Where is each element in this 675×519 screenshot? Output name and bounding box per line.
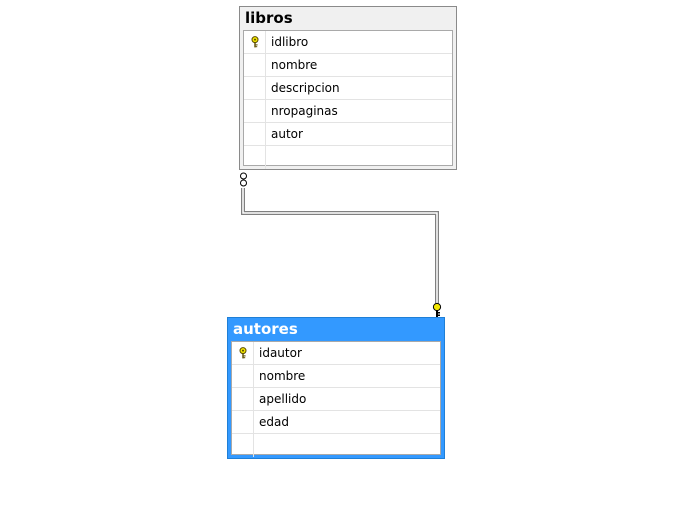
column-row-edad[interactable]: edad: [232, 411, 440, 434]
column-name: edad: [259, 415, 289, 429]
column-row-idlibro[interactable]: idlibro: [244, 31, 452, 54]
new-column-row[interactable]: [244, 146, 452, 169]
row-gutter: [244, 100, 266, 122]
column-row-nropaginas[interactable]: nropaginas: [244, 100, 452, 123]
column-row-apellido[interactable]: apellido: [232, 388, 440, 411]
column-row-idautor[interactable]: idautor: [232, 342, 440, 365]
column-name: autor: [271, 127, 303, 141]
new-column-row[interactable]: [232, 434, 440, 457]
column-name: apellido: [259, 392, 307, 406]
row-gutter: [244, 54, 266, 76]
row-gutter: [244, 123, 266, 145]
row-gutter: [232, 342, 254, 364]
relationship-key-end-icon: [432, 302, 442, 317]
key-icon: [239, 347, 246, 359]
relationship-line[interactable]: [241, 188, 439, 303]
column-name: idautor: [259, 346, 302, 360]
row-gutter: [244, 31, 266, 53]
column-row-autor[interactable]: autor: [244, 123, 452, 146]
table-title-autores[interactable]: autores: [233, 320, 298, 338]
column-name: nropaginas: [271, 104, 338, 118]
row-gutter: [232, 411, 254, 433]
table-autores-columns: idautor nombre apellido edad: [231, 341, 441, 457]
table-libros-columns: idlibro nombre descripcion nropaginas au…: [243, 30, 453, 169]
table-autores[interactable]: autores idautor nombre apellido: [227, 317, 445, 459]
key-icon: [251, 36, 258, 48]
row-gutter: [244, 146, 266, 169]
column-name: nombre: [259, 369, 306, 383]
relationship-many-end-icon: [240, 172, 247, 187]
row-gutter: [232, 434, 254, 457]
column-row-nombre[interactable]: nombre: [232, 365, 440, 388]
column-name: idlibro: [271, 35, 309, 49]
row-gutter: [244, 77, 266, 99]
table-title-libros[interactable]: libros: [245, 9, 293, 27]
column-name: nombre: [271, 58, 318, 72]
column-row-nombre[interactable]: nombre: [244, 54, 452, 77]
column-name: descripcion: [271, 81, 340, 95]
row-gutter: [232, 365, 254, 387]
column-row-descripcion[interactable]: descripcion: [244, 77, 452, 100]
row-gutter: [232, 388, 254, 410]
table-libros[interactable]: libros idlibro nombre descripcion: [239, 6, 457, 170]
